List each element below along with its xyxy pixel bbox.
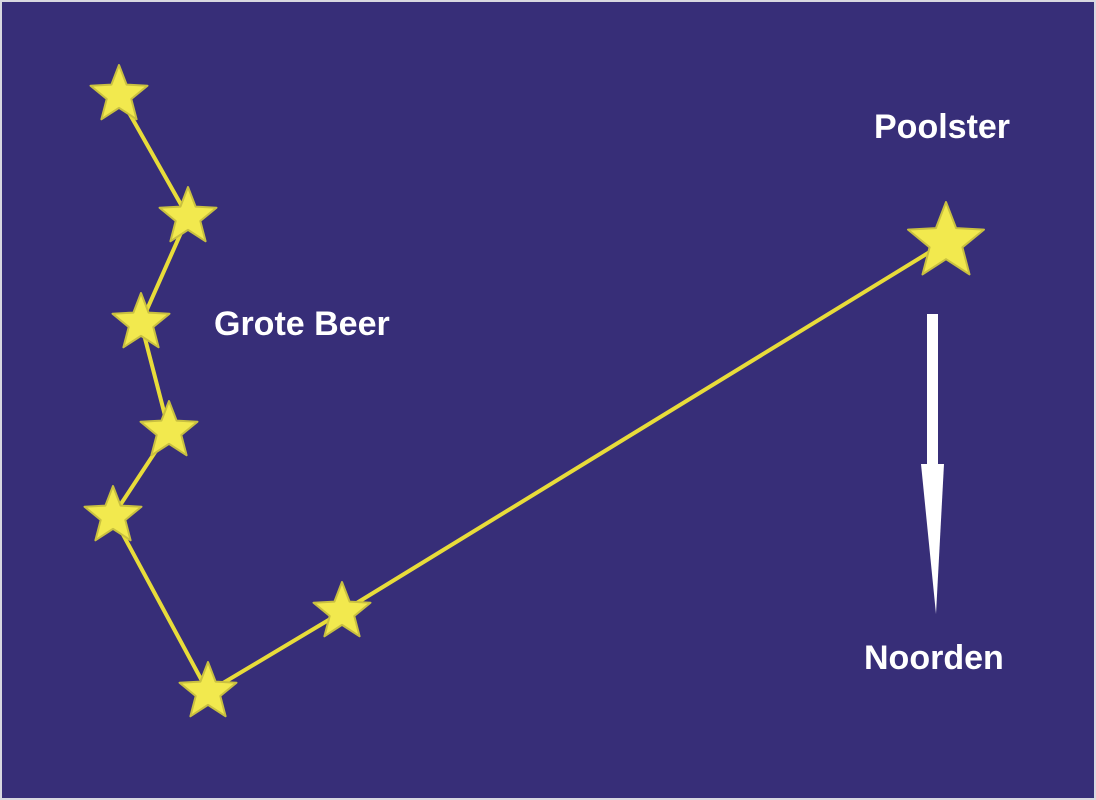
star-icon-dipper-bowl-3 — [312, 581, 372, 638]
pole-star-label: Poolster — [874, 108, 1011, 146]
arrow-head — [921, 464, 944, 614]
star-icon-dipper-handle-4 — [139, 400, 199, 457]
star-icon-pole-star — [907, 201, 985, 276]
star-icon-dipper-handle-2 — [158, 186, 218, 243]
big-dipper-label: Grote Beer — [214, 305, 390, 343]
constellation-stars — [83, 64, 985, 718]
star-icon-dipper-bowl-2 — [178, 661, 238, 718]
arrow-shaft — [927, 314, 938, 466]
star-icon-dipper-handle-end — [89, 64, 149, 121]
star-icon-dipper-bowl-1 — [83, 485, 143, 542]
north-label: Noorden — [864, 639, 1004, 677]
star-icon-dipper-handle-3 — [111, 292, 171, 349]
north-arrow-icon — [921, 314, 944, 614]
